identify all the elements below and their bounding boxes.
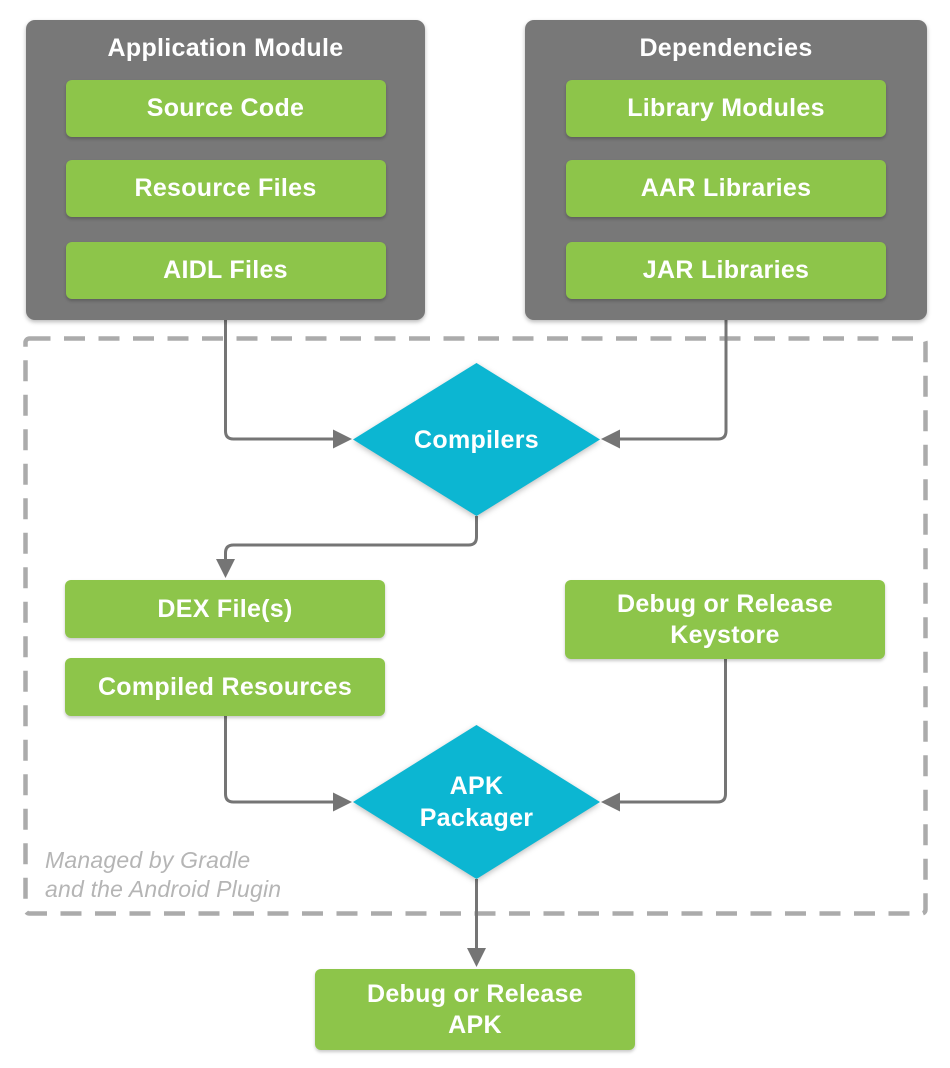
diamond-apk-packager: APK Packager — [353, 725, 600, 879]
panel-application-module: Application Module Source Code Resource … — [26, 20, 425, 320]
box-resource-files: Resource Files — [65, 160, 386, 217]
box-jar-libraries: JAR Libraries — [566, 242, 886, 299]
connector-resources-to-packager — [224, 716, 334, 804]
panel-dependencies: Dependencies Library Modules AAR Librari… — [525, 20, 927, 320]
apk-label-line2: APK — [448, 1010, 502, 1039]
box-keystore: Debug or Release Keystore — [565, 580, 885, 659]
gradle-managed-note-line2: and the Android Plugin — [45, 876, 282, 902]
compilers-label: Compilers — [414, 425, 539, 454]
apk-packager-label-line2: Packager — [419, 804, 534, 832]
connector-compilers-to-dex — [224, 516, 478, 559]
panel-title-application-module: Application Module — [107, 34, 344, 62]
keystore-label-line2: Keystore — [670, 620, 780, 649]
gradle-managed-note-line1: Managed by Gradle — [45, 847, 251, 873]
box-aidl-files: AIDL Files — [65, 242, 386, 299]
apk-packager-label-line1: APK — [449, 772, 504, 800]
keystore-label-line1: Debug or Release — [617, 589, 833, 618]
dex-files-label: DEX File(s) — [157, 594, 293, 623]
connector-keystore-to-packager — [612, 659, 727, 804]
panel-title-dependencies: Dependencies — [639, 34, 813, 62]
arrowhead-into-dex — [216, 559, 235, 578]
arrowhead-into-compilers-left — [333, 429, 352, 449]
box-source-code: Source Code — [65, 80, 386, 137]
box-aar-libraries: AAR Libraries — [566, 160, 886, 217]
box-compiled-resources: Compiled Resources — [65, 658, 385, 716]
arrowhead-into-packager-right — [601, 792, 620, 812]
box-dex-files: DEX File(s) — [65, 580, 385, 638]
box-debug-release-apk: Debug or Release APK — [315, 969, 635, 1050]
arrowhead-into-compilers-right — [601, 429, 620, 449]
connector-dependencies-to-compilers — [612, 320, 728, 441]
box-library-modules: Library Modules — [566, 80, 886, 137]
arrowhead-into-apk — [467, 948, 486, 967]
gradle-managed-note: Managed by Gradle and the Android Plugin — [45, 846, 281, 904]
apk-label-line1: Debug or Release — [367, 979, 583, 1008]
arrowhead-into-packager-left — [333, 792, 352, 812]
compiled-resources-label: Compiled Resources — [97, 672, 353, 701]
connector-appmodule-to-compilers — [224, 320, 334, 441]
diamond-compilers: Compilers — [353, 363, 600, 516]
